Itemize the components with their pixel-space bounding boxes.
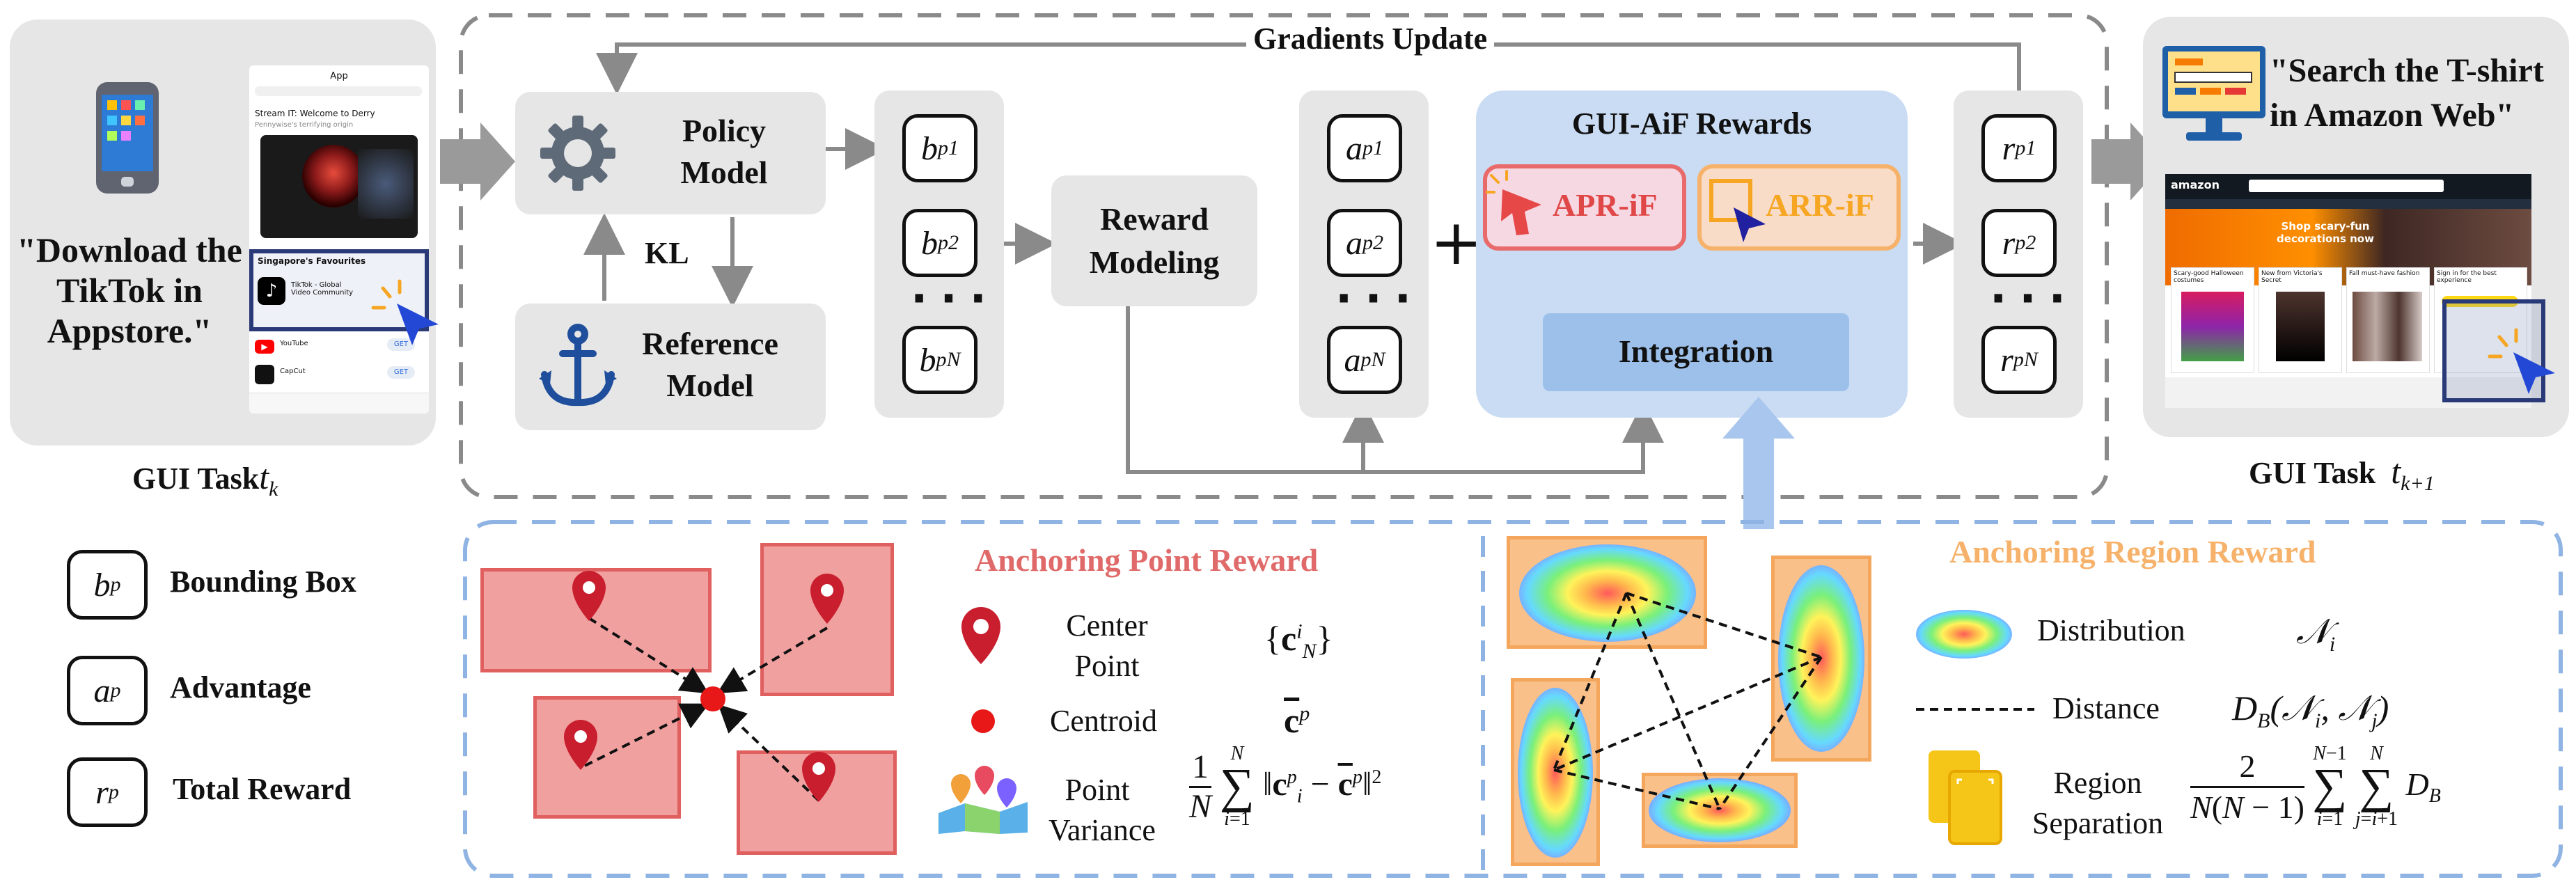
centroid-icon [971, 709, 995, 733]
amazon-tile-2: New from Victoria's Secret [2259, 267, 2342, 373]
right-instruction: "Search the T-shirt in Amazon Web" [2270, 52, 2544, 134]
distance-dashed-icon [1916, 708, 2034, 711]
capcut-icon [255, 365, 274, 384]
computer-monitor-icon [2162, 46, 2265, 141]
center-point-icon [961, 607, 1000, 664]
apr-point-variance-label: Point Variance [1049, 773, 1156, 847]
reward-modeling-box [1051, 175, 1257, 306]
rewards-title: GUI-AiF Rewards [1571, 107, 1812, 141]
capcut-name: CapCut [280, 368, 306, 375]
gear-icon [540, 116, 615, 191]
region-separation-icon [1929, 750, 2002, 845]
story-subtitle: Pennywise's terrifying origin [255, 121, 354, 129]
distribution-icon [1916, 610, 2012, 659]
distribution-formula: 𝒩i [2296, 612, 2336, 656]
capcut-get-button[interactable]: GET [387, 366, 415, 379]
distance-formula: DB(𝒩i, 𝒩j) [2232, 688, 2389, 732]
movie-poster [260, 135, 418, 238]
story-title: Stream IT: Welcome to Derry [255, 109, 375, 118]
apr-cursor-icon [1486, 170, 1541, 235]
click-cursor-icon [371, 279, 439, 345]
tiktok-app-name: TikTok - Global Video Community [291, 281, 354, 297]
arr-distribution-4 [1649, 778, 1791, 842]
smartphone-icon [96, 82, 159, 194]
gradients-update-label: Gradients Update [1246, 21, 1495, 56]
youtube-get-button[interactable]: GET [387, 338, 415, 351]
plus-sign: + [1430, 206, 1483, 279]
anchor-icon [539, 324, 617, 407]
legend-b-label: Bounding Box [170, 565, 356, 599]
left-caption: GUI Tasktk [132, 457, 278, 501]
apr-centroid-label: Centroid [1050, 704, 1157, 738]
arr-distribution-label: Distribution [2037, 613, 2185, 647]
arr-box [1697, 164, 1901, 251]
amazon-tile-1: Scary-good Halloween costumes [2171, 267, 2254, 373]
apr-region-1 [480, 568, 712, 672]
reference-model-label: Reference Model [642, 326, 778, 403]
youtube-icon: ▶ [255, 340, 274, 354]
apr-section-title: Anchoring Point Reward [975, 542, 1319, 578]
amazon-tile-3: Fall must-have fashion [2346, 267, 2430, 373]
reward-modeling-label: Reward Modeling [1089, 201, 1220, 280]
center-point-formula: {ciN} [1264, 619, 1333, 663]
integration-label: Integration [1618, 333, 1774, 369]
legend-a-label: Advantage [170, 670, 311, 704]
left-instruction: "Download the TikTok in Appstore." [17, 230, 242, 350]
tiktok-icon: ♪ [258, 277, 285, 305]
appstore-header: App [330, 71, 348, 81]
amazon-screenshot: amazon Shop scary-fun decorations now Sc… [2165, 174, 2531, 408]
appstore-screenshot: App Stream IT: Welcome to Derry Pennywis… [249, 65, 429, 414]
centroid-formula: cp [1284, 701, 1310, 740]
blue-up-arrow [1722, 397, 1795, 529]
arr-distance-lines [1553, 592, 1823, 810]
section-title: Singapore's Favourites [258, 256, 366, 266]
apr-points-diagram [564, 571, 844, 802]
legend-r-label: Total Reward [173, 772, 352, 806]
integration-box [1543, 313, 1849, 391]
kl-label: KL [645, 236, 689, 270]
policy-model-label: Policy Model [680, 113, 768, 190]
arr-distribution-3 [1518, 688, 1593, 858]
youtube-name: YouTube [280, 340, 308, 347]
arr-region-icon [1709, 179, 1766, 242]
amazon-tile-4: Sign in for the best experience [2434, 267, 2527, 373]
arr-distance-label: Distance [2052, 691, 2160, 725]
apr-region-3 [533, 696, 681, 819]
map-variance-icon [938, 766, 1028, 834]
arr-label: ARR-iF [1766, 187, 1874, 223]
reference-model-box [515, 304, 826, 430]
arr-region-separation-label: Region Separation [2032, 766, 2164, 840]
apr-center-point-label: Center Point [1066, 608, 1148, 683]
arr-distribution-1 [1519, 544, 1696, 642]
amazon-banner: Shop scary-fun decorations now [2277, 220, 2374, 245]
arr-section-title: Anchoring Region Reward [1949, 534, 2316, 569]
right-caption: GUI Task tk+1 [2249, 452, 2435, 495]
web-click-cursor-icon [2488, 328, 2555, 394]
apr-label: APR-iF [1553, 187, 1658, 223]
amazon-logo: amazon [2171, 178, 2220, 191]
